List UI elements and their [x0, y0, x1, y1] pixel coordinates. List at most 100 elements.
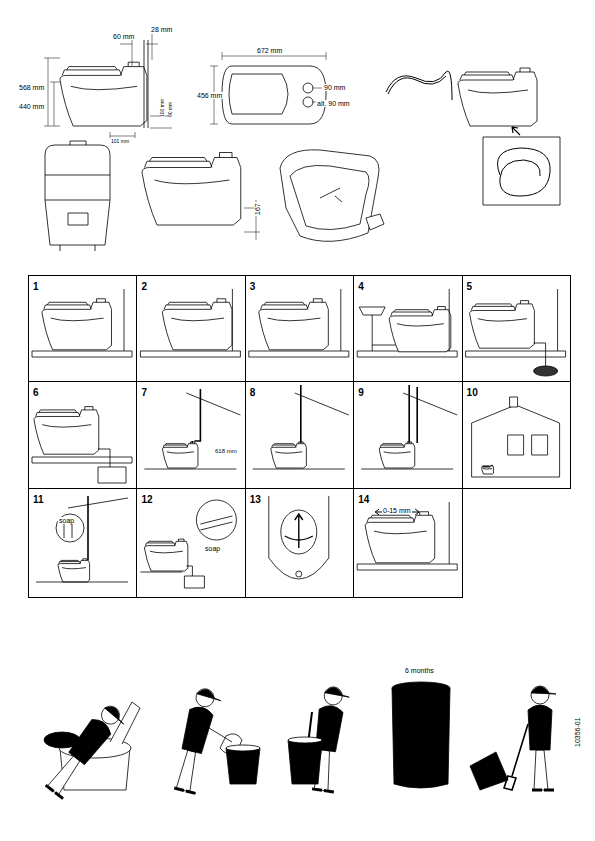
toilet-front-view	[45, 141, 110, 251]
toilet-side	[458, 68, 537, 126]
toilet-side	[470, 301, 535, 349]
seat-outline	[229, 74, 288, 114]
dimension-label: 60 mm	[112, 33, 135, 40]
shoe	[532, 789, 554, 792]
toilet-lid	[148, 541, 173, 543]
toilet-body	[58, 560, 90, 582]
floor-line	[253, 469, 345, 470]
handle	[366, 214, 384, 230]
step-panel: 9	[353, 381, 462, 489]
step-panel: 8	[245, 381, 354, 489]
vent-pipe	[87, 496, 89, 560]
toilet-seat	[367, 518, 415, 522]
toilet-detail	[268, 299, 323, 321]
dimension-label: 672 mm	[256, 47, 283, 54]
toilet-seat	[380, 445, 404, 447]
floor-slab	[249, 351, 349, 357]
toilet-side	[389, 307, 451, 352]
toilet-lid	[475, 304, 513, 306]
person-emptying	[528, 686, 556, 790]
tipped-bucket	[470, 752, 508, 790]
step-number: 1	[33, 281, 39, 292]
toilet-seat	[59, 562, 81, 564]
roof	[403, 393, 457, 415]
toilet-side	[142, 153, 241, 226]
step-panel: 6	[28, 381, 137, 489]
toilet-seat	[145, 161, 213, 167]
person-carrying	[170, 686, 222, 794]
toilet-seat	[261, 305, 309, 309]
dimension-label: alt. 90 mm	[316, 100, 351, 107]
toilet-seat	[471, 306, 515, 310]
bowl-opening	[281, 510, 317, 554]
shoe	[312, 789, 334, 792]
vent-pipe	[408, 385, 410, 443]
toilet-lid	[274, 444, 295, 445]
step-panel: 14	[353, 488, 462, 598]
tub	[280, 150, 379, 242]
step-number: 7	[141, 387, 147, 398]
dimension-label: 440 mm	[18, 103, 45, 110]
dimension-label: 568 mm	[18, 84, 45, 91]
toilet-top-view	[222, 66, 326, 124]
toilet-body	[34, 410, 99, 454]
vent-pipe	[300, 385, 302, 443]
toilet-lid	[60, 560, 78, 561]
toilet-side	[271, 442, 307, 468]
toilet-body	[271, 444, 307, 468]
toilet-side	[60, 62, 147, 126]
toilet-body	[162, 444, 198, 468]
arrows	[285, 514, 313, 548]
torso	[528, 705, 552, 750]
chimney	[510, 397, 518, 407]
dimension-label: 618 mm	[214, 448, 238, 454]
toilet-seat	[36, 412, 80, 416]
toilet-lid	[382, 444, 403, 445]
toilet-detail	[150, 539, 184, 553]
toilet-detail	[275, 442, 303, 453]
shoe	[174, 788, 195, 793]
dimension-label: soap	[58, 517, 75, 524]
toilet-seat	[482, 466, 490, 468]
dimension-label: 167	[254, 202, 261, 216]
dimension-label: 28 mm	[150, 26, 173, 33]
step-number: 13	[250, 494, 261, 505]
toilet-detail	[167, 442, 195, 453]
toilet-detail	[51, 299, 106, 321]
toilet-seat	[62, 70, 121, 76]
step-number: 8	[250, 387, 256, 398]
toilet-detail	[374, 512, 429, 534]
front-body	[45, 145, 110, 245]
tub-inner	[290, 165, 369, 229]
dimension-label: 101 mm	[110, 139, 130, 144]
seat-top-view	[269, 496, 329, 579]
step-number: 12	[141, 494, 152, 505]
window	[532, 435, 548, 455]
toilet-seat	[44, 305, 92, 309]
toilet-lid	[168, 302, 208, 305]
top-outline	[222, 66, 326, 124]
toilet-body	[458, 72, 537, 126]
step-panel: 11	[28, 488, 137, 598]
toilet-body	[162, 302, 232, 350]
toilet-side	[162, 299, 232, 350]
step-panel: 1	[28, 275, 137, 382]
toilet-side	[379, 442, 415, 468]
step-number: 6	[33, 387, 39, 398]
toilet-detail	[155, 153, 233, 184]
cap	[196, 687, 222, 700]
drain-pipe	[534, 343, 546, 367]
wall	[340, 289, 341, 351]
vent-pipe	[416, 387, 418, 443]
dimension-label: 100 mm	[160, 98, 165, 118]
bucket-rim	[288, 737, 322, 743]
button	[296, 571, 302, 577]
vent-pipe	[192, 389, 200, 443]
dimension-label: 90 mm	[323, 84, 346, 91]
spade	[504, 724, 528, 790]
dim-line	[44, 34, 172, 138]
step-number: 3	[250, 281, 256, 292]
step-number: 5	[467, 281, 473, 292]
toilet-body	[365, 515, 435, 563]
